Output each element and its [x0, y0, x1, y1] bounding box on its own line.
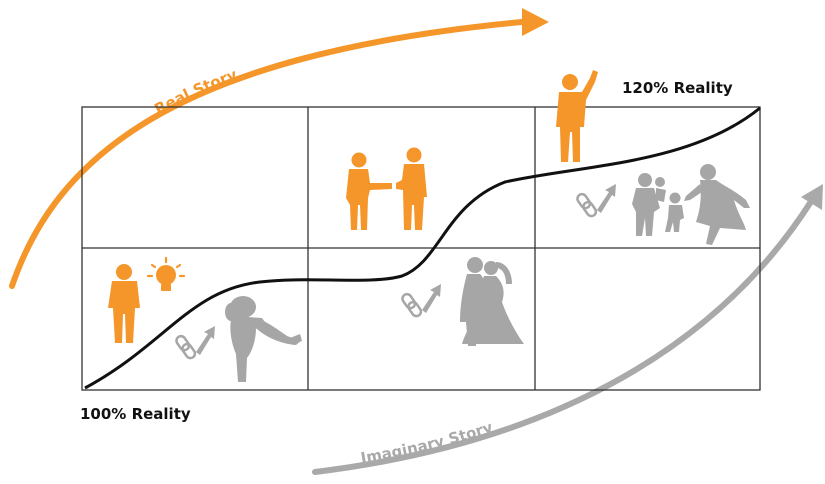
- real-story-arrow: [9, 8, 549, 289]
- real-story-label: Real Story: [151, 65, 239, 118]
- imaginary-story-arrow: [312, 184, 823, 475]
- growth-curve: [84, 106, 761, 390]
- link-up-arrow-icon: [401, 284, 441, 318]
- link-up-arrow-icon: [576, 184, 616, 218]
- wedding-couple-icon: [460, 257, 524, 346]
- start-reality-label: 100% Reality: [80, 405, 191, 423]
- victory-person-icon: [556, 70, 598, 162]
- lightbulb-icon: [146, 256, 186, 291]
- imaginary-story-label: Imaginary Story: [359, 418, 495, 467]
- handshake-icon: [346, 147, 427, 230]
- end-reality-label: 120% Reality: [622, 79, 733, 97]
- couple-hug-icon: [225, 296, 302, 382]
- reality-grid: [81, 106, 761, 391]
- family-icon: [632, 164, 750, 245]
- link-up-arrow-icon: [175, 326, 215, 360]
- person-idea-icon: [108, 264, 140, 343]
